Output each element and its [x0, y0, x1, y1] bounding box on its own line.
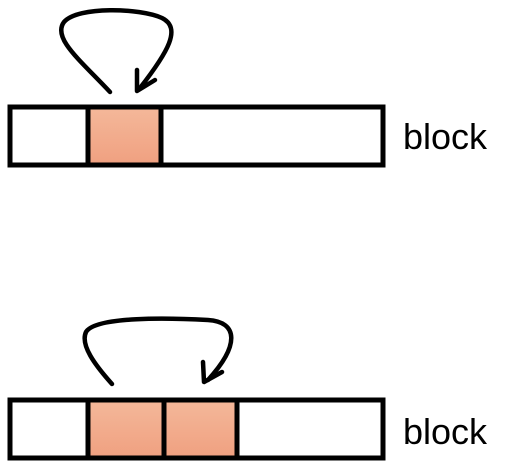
block-bar-1 — [7, 104, 386, 168]
diagram-1: block — [7, 8, 488, 168]
arrowhead-1 — [134, 67, 158, 94]
highlighted-cell-2b — [161, 397, 240, 461]
loop-arrow-1 — [59, 8, 174, 95]
block-label-1: block — [403, 116, 488, 157]
highlighted-cell-1 — [85, 104, 164, 168]
highlighted-cell-2a — [85, 397, 167, 461]
arrowhead-2 — [200, 359, 225, 385]
block-label-2: block — [403, 411, 488, 452]
diagram-2: block — [7, 316, 488, 461]
loop-arrow-2 — [82, 316, 234, 387]
